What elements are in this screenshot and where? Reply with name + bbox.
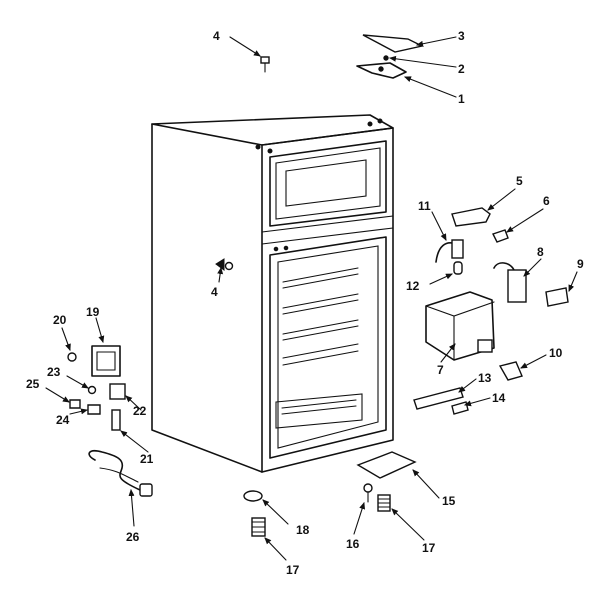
- callout-11: 11: [418, 199, 431, 213]
- callout-9: 9: [577, 257, 584, 271]
- thermostat-part: [493, 262, 527, 303]
- screw-20-part: [67, 352, 77, 362]
- callout-6: 6: [543, 194, 550, 208]
- callout-17-left: 17: [286, 563, 300, 577]
- leveling-leg-left-part: [251, 517, 266, 537]
- callout-22: 22: [133, 404, 147, 418]
- callout-5: 5: [516, 174, 523, 188]
- clip-24-part: [87, 404, 101, 415]
- light-socket-part: [435, 239, 464, 275]
- callout-18: 18: [296, 523, 310, 537]
- callout-19: 19: [86, 305, 100, 319]
- callout-4-top: 4: [213, 29, 220, 43]
- hinge-shim-part: [413, 387, 464, 410]
- callout-15: 15: [442, 494, 456, 508]
- hinge-screw-middle-part: [215, 258, 234, 271]
- callout-1: 1: [458, 92, 465, 106]
- hinge-cover-part: [362, 34, 425, 53]
- callout-2: 2: [458, 62, 465, 76]
- overload-part: [109, 383, 126, 400]
- callout-25: 25: [26, 377, 40, 391]
- screw-6-part: [492, 229, 509, 243]
- callout-labels: 1 2 3 4 4 5 6 7 8 9 10 11 12 13 14 15 16…: [26, 29, 584, 577]
- callout-26: 26: [126, 530, 140, 544]
- leader-arrows: [45, 36, 578, 561]
- callout-14: 14: [492, 391, 506, 405]
- callout-13: 13: [478, 371, 492, 385]
- hinge-screw-top-part: [260, 56, 270, 73]
- callout-8: 8: [537, 245, 544, 259]
- callout-3: 3: [458, 29, 465, 43]
- refrigerator-cabinet: [151, 114, 394, 473]
- callout-16: 16: [346, 537, 360, 551]
- callout-12: 12: [406, 279, 420, 293]
- callout-21: 21: [140, 452, 154, 466]
- callout-20: 20: [53, 313, 67, 327]
- top-hinge-part: [356, 55, 407, 79]
- relay-part: [91, 345, 121, 377]
- leveling-leg-right-part: [377, 494, 391, 512]
- part-25: [69, 399, 81, 409]
- callout-24: 24: [56, 413, 70, 427]
- center-hinge-part: [451, 207, 491, 227]
- bottom-hinge-part: [356, 451, 417, 479]
- bracket-10-part: [498, 361, 523, 381]
- control-housing-part: [425, 291, 495, 361]
- screw-16-part: [363, 483, 373, 503]
- thermostat-knob-part: [545, 287, 569, 307]
- washer-part: [243, 490, 263, 502]
- callout-7: 7: [437, 363, 444, 377]
- callout-10: 10: [549, 346, 563, 360]
- callout-23: 23: [47, 365, 61, 379]
- callout-17-right: 17: [422, 541, 436, 555]
- part-21: [111, 409, 121, 431]
- callout-4-middle: 4: [211, 285, 218, 299]
- power-cord-part: [88, 450, 153, 497]
- screw-14-part: [451, 401, 469, 415]
- part-23: [87, 385, 97, 395]
